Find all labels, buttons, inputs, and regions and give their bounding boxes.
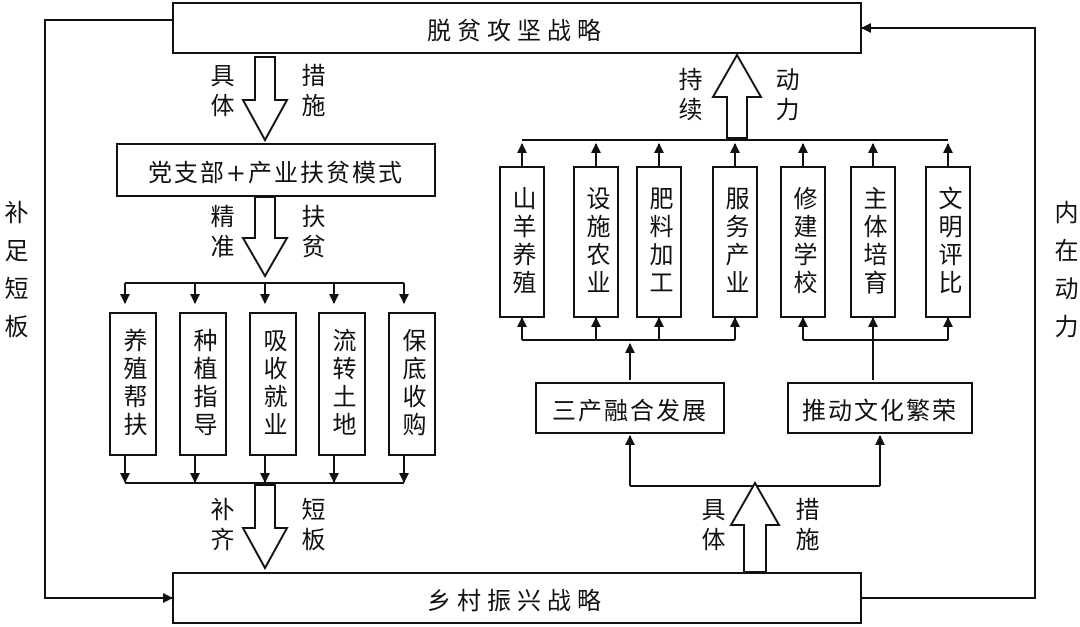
arrow-label: 短板 <box>297 497 325 557</box>
left-item-box: 吸收就业 <box>249 312 297 456</box>
party-industry-model-box: 党支部+产业扶贫模式 <box>116 143 436 197</box>
right-item-box: 服务产业 <box>712 166 758 318</box>
right-side-label: 内在动力 <box>1050 200 1078 352</box>
right-item-box: 山羊养殖 <box>499 166 545 318</box>
right-item-box: 文明评比 <box>925 166 971 318</box>
arrow-label: 措施 <box>791 497 819 557</box>
arrow-label: 动力 <box>771 67 799 127</box>
left-item-box: 种植指导 <box>179 312 227 456</box>
bottom-strategy-box: 乡村振兴战略 <box>172 572 862 624</box>
arrow-label: 精准 <box>206 204 234 264</box>
left-item-box: 养殖帮扶 <box>109 312 157 456</box>
right-item-box: 肥料加工 <box>636 166 682 318</box>
left-item-box: 保底收购 <box>388 312 436 456</box>
arrow-label: 具体 <box>697 497 725 557</box>
right-item-box: 设施农业 <box>573 166 619 318</box>
right-item-box: 主体培育 <box>850 166 896 318</box>
arrow-label: 具体 <box>206 63 234 123</box>
culture-prosperity-box: 推动文化繁荣 <box>787 382 973 434</box>
arrow-label: 持续 <box>674 67 702 127</box>
top-strategy-box: 脱贫攻坚战略 <box>172 2 862 54</box>
left-item-box: 流转土地 <box>318 312 366 456</box>
arrow-label: 扶贫 <box>297 204 325 264</box>
right-item-box: 修建学校 <box>780 166 826 318</box>
arrow-label: 措施 <box>297 63 325 123</box>
arrow-label: 补齐 <box>206 497 234 557</box>
fusion-development-box: 三产融合发展 <box>535 382 725 434</box>
left-side-label: 补足短板 <box>0 200 28 352</box>
